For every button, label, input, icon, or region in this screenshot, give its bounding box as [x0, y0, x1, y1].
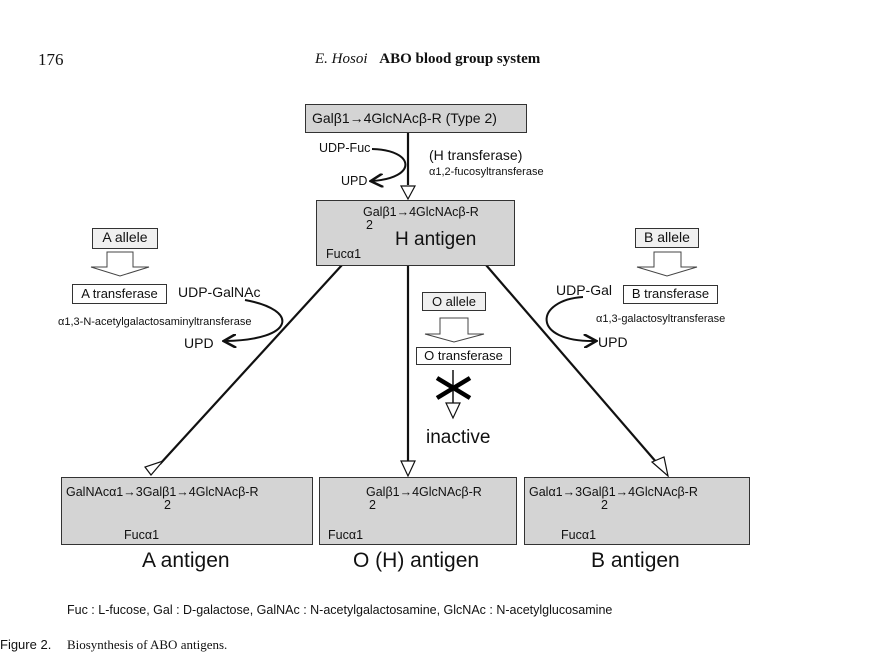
- o-allele-box: O allele: [422, 292, 486, 311]
- o-antigen-link-position: 2: [369, 498, 376, 512]
- a-antigen-box: GalNAcα1→3Galβ1→4GlcNAcβ-R 2 Fucα1: [61, 477, 313, 545]
- abbreviation-footnote: Fuc : L-fucose, Gal : D-galactose, GalNA…: [67, 603, 613, 617]
- o-antigen-chain: Galβ1→4GlcNAcβ-R: [366, 485, 482, 499]
- a-antigen-fucose: Fucα1: [124, 528, 160, 542]
- h-step-curve-arrow: [372, 148, 407, 181]
- h-enzyme-full: α1,2-fucosyltransferase: [429, 166, 544, 178]
- a-transferase-box: A transferase: [72, 284, 167, 304]
- h-antigen-fucose: Fucα1: [326, 247, 362, 261]
- running-head: E. Hosoi ABO blood group system: [315, 51, 540, 68]
- b-allele-block-arrow: [636, 251, 698, 277]
- precursor-to-h-arrowhead: [399, 185, 417, 201]
- figure-label: Figure 2.: [0, 637, 52, 652]
- o-inactive-label: inactive: [426, 427, 491, 448]
- o-antigen-box: Galβ1→4GlcNAcβ-R 2 Fucα1: [319, 477, 517, 545]
- o-transferase-box: O transferase: [416, 347, 511, 365]
- o-inactive-arrowhead: [445, 402, 461, 420]
- precursor-structure: Galβ1→4GlcNAcβ-R (Type 2): [312, 110, 497, 126]
- b-step-curve-arrow: [545, 296, 595, 341]
- blocked-x-icon: [435, 376, 472, 400]
- a-antigen-link-position: 2: [164, 498, 171, 512]
- o-antigen-label: O (H) antigen: [353, 549, 480, 572]
- b-enzyme-full: α1,3-galactosyltransferase: [596, 313, 726, 325]
- a-donor-label: UDP-GalNAc: [178, 284, 261, 300]
- b-antigen-chain: Galα1→3Galβ1→4GlcNAcβ-R: [529, 485, 698, 499]
- b-donor-label: UDP-Gal: [556, 282, 613, 298]
- running-head-author: E. Hosoi: [315, 51, 368, 67]
- h-to-a-line: [159, 264, 343, 465]
- h-to-a-arrowhead: [144, 459, 165, 476]
- o-antigen-fucose: Fucα1: [328, 528, 364, 542]
- h-product-label: UPD: [341, 174, 368, 188]
- b-transferase-box: B transferase: [623, 285, 718, 304]
- a-antigen-chain: GalNAcα1→3Galβ1→4GlcNAcβ-R: [66, 485, 259, 499]
- b-antigen-fucose: Fucα1: [561, 528, 597, 542]
- figure-caption: Figure 2. Biosynthesis of ABO antigens.: [0, 637, 227, 653]
- page-number: 176: [38, 50, 64, 69]
- o-allele-block-arrow: [424, 317, 485, 343]
- h-antigen-chain: Galβ1→4GlcNAcβ-R: [363, 205, 479, 219]
- h-enzyme-name: (H transferase): [429, 147, 523, 163]
- h-donor-label: UDP-Fuc: [319, 141, 371, 155]
- b-product-label: UPD: [598, 334, 628, 350]
- h-antigen-box: Galβ1→4GlcNAcβ-R 2 Fucα1 H antigen: [316, 200, 515, 266]
- a-antigen-label: A antigen: [142, 549, 230, 572]
- h-antigen-link-position: 2: [366, 218, 373, 232]
- b-antigen-label: B antigen: [591, 549, 680, 572]
- h-antigen-label: H antigen: [395, 229, 477, 250]
- h-to-b-line: [485, 264, 658, 464]
- running-head-title: ABO blood group system: [379, 51, 541, 67]
- b-allele-box: B allele: [635, 228, 699, 248]
- a-allele-block-arrow: [90, 251, 150, 277]
- a-enzyme-full: α1,3-N-acetylgalactosaminyltransferase: [58, 316, 252, 328]
- b-antigen-box: Galα1→3Galβ1→4GlcNAcβ-R 2 Fucα1: [524, 477, 750, 545]
- figure-caption-text: Biosynthesis of ABO antigens.: [66, 637, 228, 652]
- a-product-label: UPD: [184, 335, 214, 351]
- a-step-curve-arrow: [225, 299, 284, 341]
- a-allele-box: A allele: [92, 228, 158, 249]
- b-antigen-link-position: 2: [601, 498, 608, 512]
- h-to-o-arrowhead: [400, 460, 416, 478]
- precursor-box: Galβ1→4GlcNAcβ-R (Type 2): [305, 104, 527, 133]
- h-to-b-arrowhead: [650, 456, 669, 478]
